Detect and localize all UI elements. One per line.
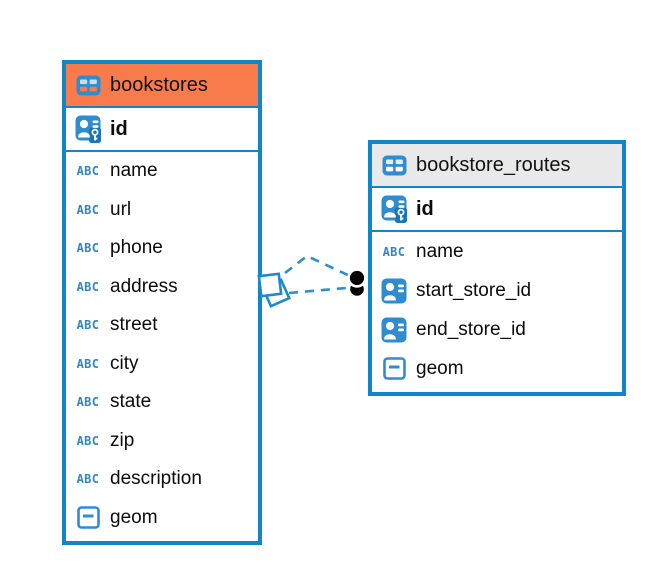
column-row-id[interactable]: id bbox=[66, 108, 258, 152]
source-cardinality-marker bbox=[257, 272, 291, 308]
column-row[interactable]: ABC city bbox=[66, 345, 258, 384]
geometry-icon bbox=[74, 506, 102, 530]
table-bookstore-routes[interactable]: bookstore_routes id ABC name bbox=[368, 140, 626, 396]
reference-icon bbox=[380, 317, 408, 343]
column-name: geom bbox=[416, 357, 464, 379]
column-row[interactable]: ABC url bbox=[66, 191, 258, 230]
table-bookstores-header[interactable]: bookstores bbox=[66, 64, 258, 108]
column-name: street bbox=[110, 314, 158, 336]
relationship-line-lower[interactable] bbox=[288, 286, 347, 295]
column-name: city bbox=[110, 352, 139, 374]
text-icon: ABC bbox=[76, 241, 100, 256]
column-name: id bbox=[110, 117, 128, 140]
table-icon bbox=[74, 75, 102, 96]
table-title: bookstore_routes bbox=[416, 153, 571, 176]
column-row[interactable]: ABC street bbox=[66, 306, 258, 345]
column-name: name bbox=[416, 240, 464, 262]
column-name: url bbox=[110, 198, 132, 220]
column-name: name bbox=[110, 160, 158, 182]
text-icon: ABC bbox=[76, 279, 100, 294]
column-row[interactable]: geom bbox=[372, 349, 622, 388]
column-row[interactable]: start_store_id bbox=[372, 271, 622, 310]
text-icon: ABC bbox=[76, 472, 100, 487]
column-name: address bbox=[110, 275, 178, 297]
relationship-bookstores-to-routes[interactable] bbox=[257, 254, 367, 308]
primary-key-icon bbox=[74, 115, 102, 144]
text-icon: ABC bbox=[76, 318, 100, 333]
table-bookstores[interactable]: bookstores id ABC name bbox=[62, 60, 262, 545]
text-icon: ABC bbox=[76, 202, 100, 217]
column-row[interactable]: ABC state bbox=[66, 383, 258, 422]
column-name: description bbox=[110, 468, 202, 490]
column-row[interactable]: ABC address bbox=[66, 268, 258, 307]
column-name: geom bbox=[110, 506, 158, 528]
text-icon: ABC bbox=[76, 433, 100, 448]
column-row[interactable]: geom bbox=[66, 499, 258, 538]
column-row[interactable]: ABC name bbox=[372, 232, 622, 271]
relationship-line-upper[interactable] bbox=[284, 254, 351, 278]
column-row[interactable]: ABC phone bbox=[66, 229, 258, 268]
text-icon: ABC bbox=[382, 244, 406, 259]
column-name: start_store_id bbox=[416, 279, 532, 301]
table-bookstore-routes-header[interactable]: bookstore_routes bbox=[372, 144, 622, 188]
column-name: id bbox=[416, 197, 434, 220]
column-name: state bbox=[110, 391, 152, 413]
column-name: zip bbox=[110, 429, 135, 451]
column-row[interactable]: ABC description bbox=[66, 460, 258, 499]
column-row[interactable]: end_store_id bbox=[372, 310, 622, 349]
column-name: phone bbox=[110, 237, 163, 259]
text-icon: ABC bbox=[76, 356, 100, 371]
geometry-icon bbox=[380, 357, 408, 380]
column-name: end_store_id bbox=[416, 318, 526, 340]
text-icon: ABC bbox=[76, 395, 100, 410]
reference-icon bbox=[380, 278, 408, 304]
table-icon bbox=[380, 155, 408, 176]
table-title: bookstores bbox=[110, 73, 208, 96]
primary-key-icon bbox=[380, 195, 408, 224]
text-icon: ABC bbox=[76, 164, 100, 179]
column-row-id[interactable]: id bbox=[372, 188, 622, 232]
column-row[interactable]: ABC name bbox=[66, 152, 258, 191]
target-endpoint-dots bbox=[347, 268, 367, 299]
column-row[interactable]: ABC zip bbox=[66, 422, 258, 461]
